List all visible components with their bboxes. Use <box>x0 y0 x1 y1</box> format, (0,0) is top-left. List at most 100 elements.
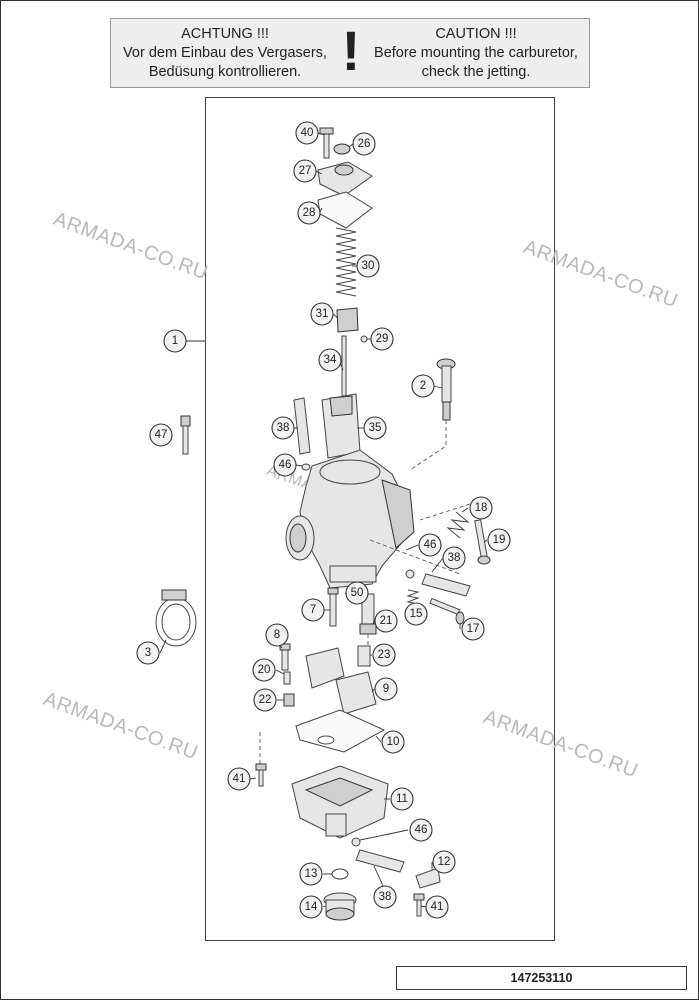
idle-screw-part <box>436 358 456 421</box>
callout-23: 23 <box>372 643 396 667</box>
callout-9: 9 <box>374 677 398 701</box>
callout-30: 30 <box>356 254 380 278</box>
svg-text:15: 15 <box>410 608 423 620</box>
svg-text:47: 47 <box>155 429 168 441</box>
hose-bracket-part <box>415 867 441 889</box>
callout-18: 18 <box>469 496 493 520</box>
callout-12: 12 <box>432 850 456 874</box>
slide-spring-part <box>406 589 420 605</box>
bowl-screw-part <box>255 763 267 787</box>
callout-26: 26 <box>352 132 376 156</box>
svg-text:31: 31 <box>316 308 329 320</box>
callout-40: 40 <box>295 121 319 145</box>
callout-34: 34 <box>318 348 342 372</box>
svg-text:1: 1 <box>172 335 178 347</box>
callout-46-middle: 46 <box>418 533 442 557</box>
drain-hose-part <box>355 849 405 873</box>
caution-german: ACHTUNG !!! Vor dem Einbau des Vergasers… <box>111 25 339 82</box>
svg-text:41: 41 <box>431 901 444 913</box>
svg-text:26: 26 <box>358 138 371 150</box>
gasket-part <box>317 191 373 229</box>
jet-needle-part <box>341 335 347 397</box>
callout-17: 17 <box>461 617 485 641</box>
float-needle-part <box>283 671 291 685</box>
callout-1: 1 <box>163 329 187 353</box>
svg-text:46: 46 <box>424 539 437 551</box>
svg-text:20: 20 <box>258 664 271 676</box>
caution-english-title: CAUTION !!! <box>435 26 517 42</box>
caution-german-line1: Vor dem Einbau des Vergasers, <box>123 45 327 61</box>
svg-text:3: 3 <box>145 647 151 659</box>
callout-20: 20 <box>252 658 276 682</box>
callout-22: 22 <box>253 688 277 712</box>
cover-boss-part <box>334 164 354 176</box>
callout-group: 40 26 27 28 30 31 29 1 34 2 47 38 35 46 … <box>136 121 511 919</box>
main-jet-part <box>279 643 291 671</box>
pilot-spring-part <box>446 511 470 539</box>
svg-text:46: 46 <box>279 459 292 471</box>
hose-clamp-part <box>155 589 197 647</box>
svg-text:38: 38 <box>277 422 290 434</box>
callout-31: 31 <box>310 302 334 326</box>
caution-english: CAUTION !!! Before mounting the carburet… <box>363 25 589 82</box>
svg-text:13: 13 <box>305 868 318 880</box>
caution-german-line2: Bedüsung kontrollieren. <box>148 64 302 80</box>
callout-41-upper: 41 <box>227 767 251 791</box>
idle-jet-part <box>357 645 371 667</box>
atomizer-part <box>359 593 377 648</box>
clip-part <box>360 335 368 343</box>
callout-28: 28 <box>297 201 321 225</box>
float-part <box>305 647 377 715</box>
callout-35: 35 <box>363 416 387 440</box>
svg-text:11: 11 <box>396 793 408 805</box>
svg-text:9: 9 <box>383 683 389 695</box>
vent-hose-part <box>293 397 311 455</box>
caution-english-line2: check the jetting. <box>421 64 531 80</box>
svg-text:27: 27 <box>299 165 312 177</box>
svg-text:34: 34 <box>324 354 337 366</box>
callout-21: 21 <box>374 609 398 633</box>
callout-7: 7 <box>301 598 325 622</box>
nut-part <box>333 143 351 155</box>
callout-46-upper: 46 <box>273 453 297 477</box>
overflow-hose-part <box>421 573 471 597</box>
svg-text:35: 35 <box>369 422 382 434</box>
bracket-screw-part <box>413 893 425 917</box>
assembly-frame <box>205 97 555 941</box>
callout-10: 10 <box>381 730 405 754</box>
svg-text:2: 2 <box>420 380 426 392</box>
callout-8: 8 <box>265 623 289 647</box>
exclamation-icon: ! <box>341 19 361 82</box>
svg-text:50: 50 <box>351 587 364 599</box>
callout-2: 2 <box>411 374 435 398</box>
callout-13: 13 <box>299 862 323 886</box>
svg-text:38: 38 <box>379 891 392 903</box>
svg-text:10: 10 <box>387 736 400 748</box>
caution-english-line1: Before mounting the carburetor, <box>374 45 578 61</box>
callout-41-lower: 41 <box>425 895 449 919</box>
svg-text:19: 19 <box>493 534 506 546</box>
float-bowl-gasket-part <box>295 709 386 753</box>
svg-text:18: 18 <box>475 502 488 514</box>
svg-text:23: 23 <box>378 649 391 661</box>
svg-text:21: 21 <box>380 615 393 627</box>
caution-notice: ACHTUNG !!! Vor dem Einbau des Vergasers… <box>110 18 590 88</box>
callout-47: 47 <box>149 423 173 447</box>
caution-german-title: ACHTUNG !!! <box>181 26 269 42</box>
pilot-screw-part <box>474 519 491 565</box>
svg-text:30: 30 <box>362 260 375 272</box>
callout-46-lower: 46 <box>409 818 433 842</box>
svg-text:40: 40 <box>301 127 314 139</box>
drain-plug-part <box>323 892 357 921</box>
callout-19: 19 <box>487 528 511 552</box>
svg-text:12: 12 <box>438 856 451 868</box>
carburetor-body-part <box>285 449 415 589</box>
svg-text:38: 38 <box>448 552 461 564</box>
drain-oring-part <box>331 868 349 880</box>
callout-14: 14 <box>299 895 323 919</box>
adjusting-screw-part <box>429 597 465 625</box>
cover-part <box>317 161 373 197</box>
svg-text:28: 28 <box>303 207 316 219</box>
part-number: 147253110 <box>510 971 573 985</box>
